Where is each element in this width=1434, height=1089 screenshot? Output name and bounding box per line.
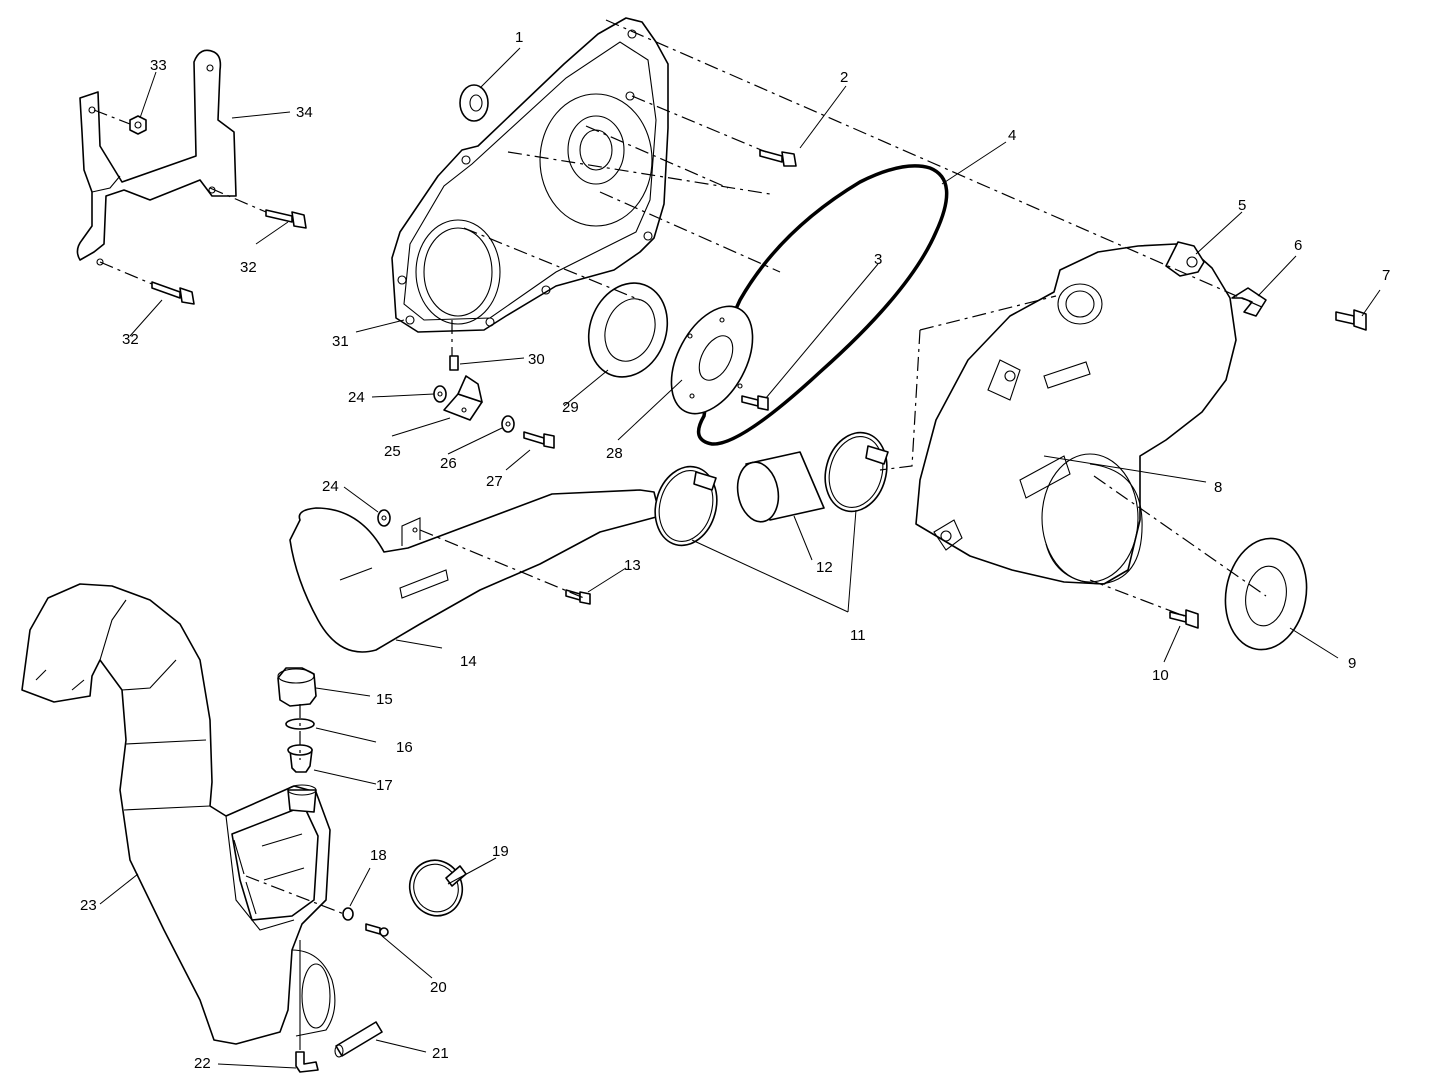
callout-33: 33 (150, 57, 167, 74)
callout-22: 22 (194, 1055, 211, 1072)
callout-5: 5 (1238, 197, 1246, 214)
callout-18: 18 (370, 847, 387, 864)
grommet (287, 744, 313, 773)
callout-25: 25 (384, 443, 401, 460)
bracket-bolt (523, 431, 555, 449)
callout-29: 29 (562, 399, 579, 416)
callout-24-lower: 24 (322, 478, 339, 495)
callout-28: 28 (606, 445, 623, 462)
washer-upper (433, 385, 447, 403)
callout-23: 23 (80, 897, 97, 914)
retainer-plate (670, 305, 754, 415)
bracket-bolt-upper (265, 209, 307, 229)
hose-clamp-left (654, 465, 718, 547)
callout-19: 19 (492, 843, 509, 860)
callout-16: 16 (396, 739, 413, 756)
callout-17: 17 (376, 777, 393, 794)
callout-14: 14 (460, 653, 477, 670)
callout-21: 21 (432, 1045, 449, 1062)
assembly-axes (93, 19, 1267, 915)
callout-26: 26 (440, 455, 457, 472)
callout-31: 31 (332, 333, 349, 350)
callout-labels: 1 2 3 4 5 6 7 8 9 10 11 12 13 14 15 16 1… (80, 29, 1390, 1072)
callout-6: 6 (1294, 237, 1302, 254)
drive-belt (696, 164, 949, 446)
mounting-bracket (76, 49, 237, 266)
washer-duct (377, 509, 391, 527)
hose-clamp-right (824, 431, 889, 513)
callout-15: 15 (376, 691, 393, 708)
small-screw (449, 355, 459, 371)
callout-7: 7 (1382, 267, 1390, 284)
callout-2: 2 (840, 69, 848, 86)
callout-4: 4 (1008, 127, 1016, 144)
callout-1: 1 (515, 29, 523, 46)
filler-cap (277, 667, 317, 707)
exhaust-clamp (408, 859, 467, 917)
intake-duct (289, 489, 661, 653)
coupler-sleeve (736, 451, 825, 523)
drain-hose (334, 1021, 383, 1058)
leader-lines (99, 47, 1381, 1069)
silencer-washer (342, 907, 354, 921)
duct-screw (565, 589, 591, 605)
washer-lower (501, 415, 515, 433)
angle-bracket (443, 375, 483, 421)
callout-10: 10 (1152, 667, 1169, 684)
cover-bolt (759, 149, 797, 167)
exhaust-silencer (21, 583, 336, 1050)
callout-24-upper: 24 (348, 389, 365, 406)
callout-34: 34 (296, 104, 313, 121)
seal-ring (587, 282, 669, 378)
hex-nut (129, 115, 147, 135)
callout-32-left: 32 (122, 331, 139, 348)
callout-27: 27 (486, 473, 503, 490)
callout-8: 8 (1214, 479, 1222, 496)
callout-20: 20 (430, 979, 447, 996)
bracket-bolt-lower (151, 281, 195, 305)
silencer-screw (365, 923, 389, 937)
cover-gasket (1224, 537, 1308, 651)
callout-30: 30 (528, 351, 545, 368)
callout-11: 11 (850, 627, 866, 644)
callout-13: 13 (624, 557, 641, 574)
callout-9: 9 (1348, 655, 1356, 672)
cover-screw (1335, 309, 1367, 331)
callout-12: 12 (816, 559, 833, 576)
outer-clutch-cover (915, 241, 1237, 585)
plate-screw (741, 395, 769, 411)
callout-3: 3 (874, 251, 882, 268)
callout-32-right: 32 (240, 259, 257, 276)
seal-washer (459, 84, 489, 122)
cover-screw-lower (1169, 609, 1199, 629)
filler-neck (287, 784, 317, 813)
inner-clutch-cover (391, 17, 669, 333)
drain-fitting (295, 1051, 319, 1073)
